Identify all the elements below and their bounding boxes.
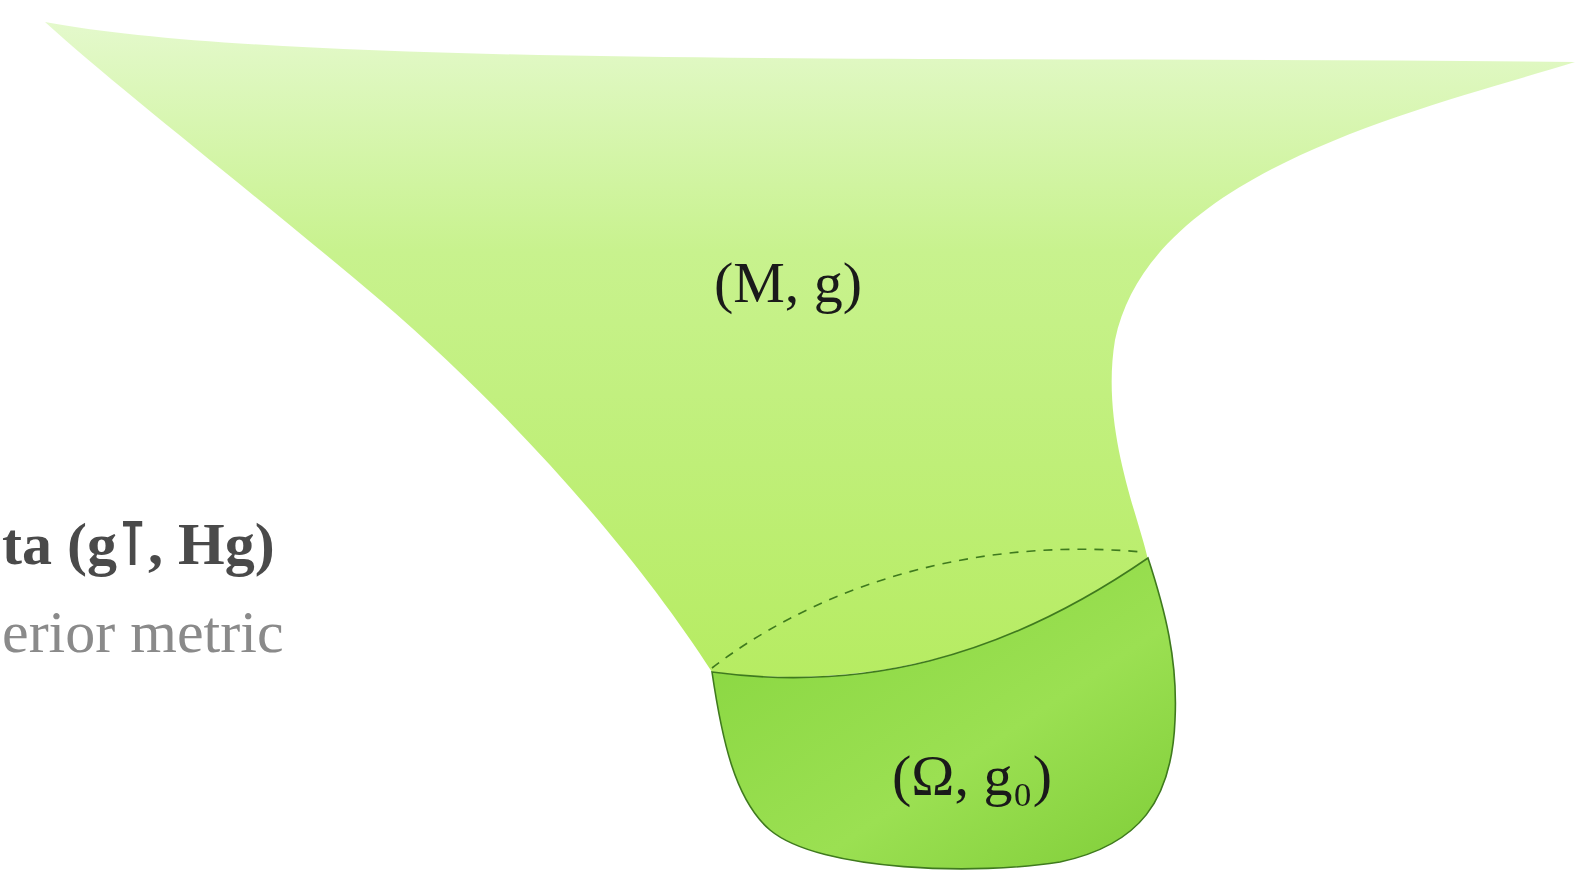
manifold-region: (M, g) xyxy=(704,244,872,321)
metric-note: erior metric xyxy=(2,598,284,667)
cap-back-edge xyxy=(712,549,1142,668)
region-label: (M, g) xyxy=(714,249,862,316)
surface-sheet xyxy=(45,22,1575,677)
cap-region xyxy=(712,558,1175,869)
boundary-data-label: ta (g⊺, Hg) xyxy=(2,508,275,579)
interior-region: (Ω, g₀) xyxy=(882,737,1062,814)
region-label: (Ω, g₀) xyxy=(892,742,1052,809)
